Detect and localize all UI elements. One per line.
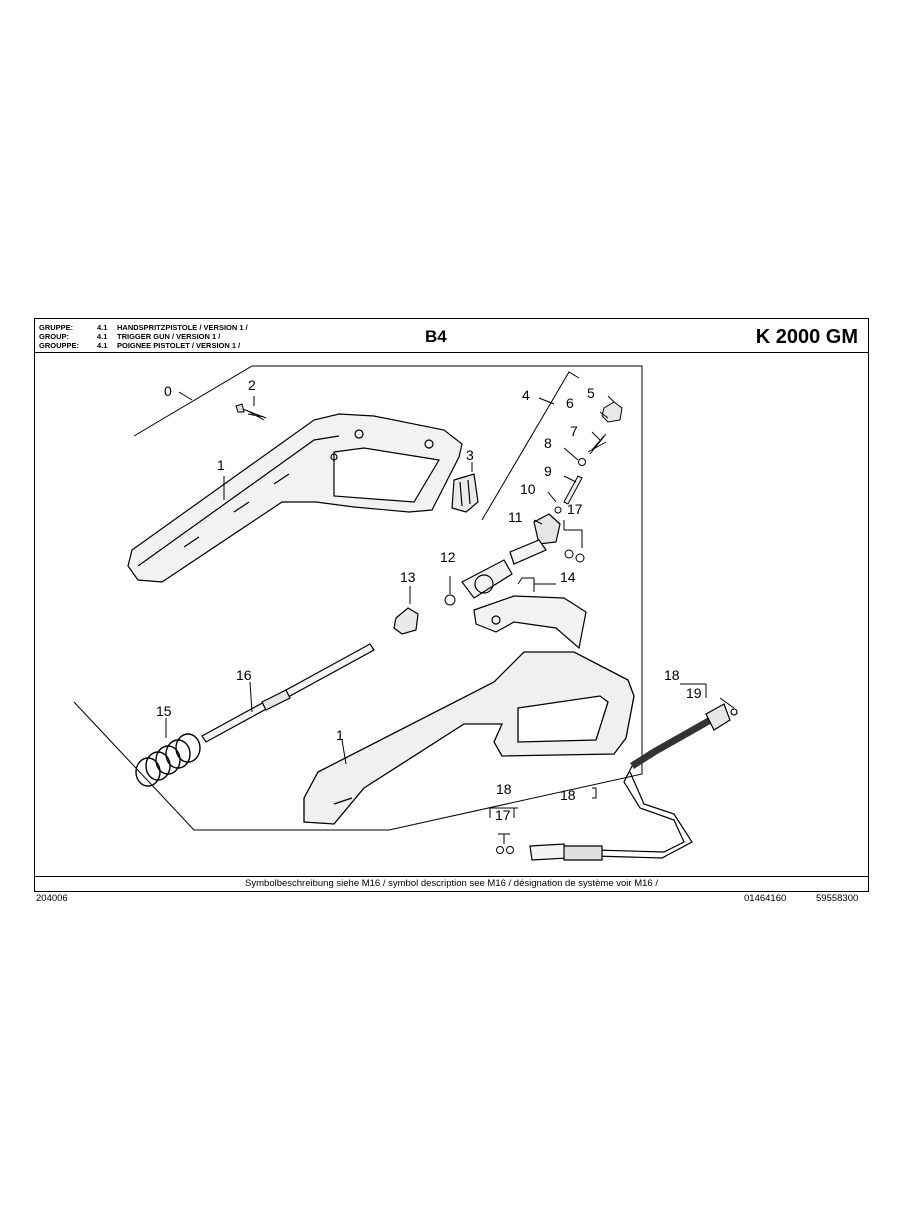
group-key: GROUP: <box>39 332 69 341</box>
leader-1b <box>341 739 347 765</box>
drawing-frame: GRUPPE: 4.1 HANDSPRITZPISTOLE / VERSION 1 … <box>34 318 869 892</box>
valve-body-part <box>461 513 561 599</box>
callout-16: 16 <box>236 667 252 683</box>
hose-part <box>529 703 738 861</box>
group-line-fr: GROUPPE: 4.1 POIGNEE PISTOLET / VERSION 1 … <box>39 341 240 350</box>
callout-18: 18 <box>496 781 512 797</box>
spring-part <box>135 733 201 787</box>
title-block: GRUPPE: 4.1 HANDSPRITZPISTOLE / VERSION 1 … <box>35 319 868 353</box>
bracket-17b <box>498 833 510 844</box>
callout-6: 6 <box>566 395 574 411</box>
exploded-view-drawing: 0 2 1 3 4 5 6 7 8 9 10 17 11 12 13 14 16… <box>73 365 738 861</box>
callout-10: 10 <box>520 481 536 497</box>
part-code-1: 01464160 <box>744 893 787 904</box>
callout-17: 17 <box>495 807 511 823</box>
bracket-18c <box>488 807 518 818</box>
model-name: K 2000 GM <box>755 326 858 348</box>
handle-half-part <box>127 413 463 583</box>
part-code-2: 59558300 <box>816 893 859 904</box>
group-title: HANDSPRITZPISTOLE / VERSION 1 / <box>117 323 248 332</box>
leader-5 <box>607 395 615 403</box>
group-title: TRIGGER GUN / VERSION 1 / <box>117 332 221 341</box>
callout-1: 1 <box>336 727 344 743</box>
assembly-outline <box>73 365 643 831</box>
seal-ring <box>506 846 514 854</box>
group-number: 4.1 <box>97 323 108 332</box>
leader-0 <box>178 391 193 401</box>
drawing-number: 204006 <box>36 893 68 904</box>
callout-11: 11 <box>508 509 523 525</box>
bushing-part <box>393 607 419 635</box>
callout-18: 18 <box>664 667 680 683</box>
bracket-18-19 <box>680 683 707 698</box>
leader-6 <box>599 411 609 419</box>
seal-ring <box>575 553 585 563</box>
bracket-14 <box>517 577 535 592</box>
callout-5: 5 <box>587 385 595 401</box>
valve-parts <box>554 401 623 514</box>
o-ring-part <box>444 594 456 606</box>
callout-12: 12 <box>440 549 456 565</box>
callout-15: 15 <box>156 703 172 719</box>
callout-13: 13 <box>400 569 416 585</box>
callout-2: 2 <box>248 377 256 393</box>
leader-9 <box>563 475 577 483</box>
gun-housing-part <box>303 651 635 825</box>
callout-19: 19 <box>686 685 702 701</box>
symbol-note: Symbolbeschreibung siehe M16 / symbol de… <box>35 876 868 891</box>
callout-17: 17 <box>567 501 583 517</box>
group-key: GRUPPE: <box>39 323 74 332</box>
group-number: 4.1 <box>97 332 108 341</box>
group-line-en: GROUP: 4.1 TRIGGER GUN / VERSION 1 / <box>39 332 220 341</box>
group-title: POIGNEE PISTOLET / VERSION 1 / <box>117 341 241 350</box>
callout-3: 3 <box>466 447 474 463</box>
group-line-de: GRUPPE: 4.1 HANDSPRITZPISTOLE / VERSION 1 … <box>39 323 248 332</box>
callout-14: 14 <box>560 569 576 585</box>
callout-4: 4 <box>522 387 530 403</box>
bracket-17a <box>563 520 583 548</box>
callout-0: 0 <box>164 383 172 399</box>
leader-4 <box>538 397 555 405</box>
seal-ring <box>496 846 504 854</box>
screw-part <box>235 403 267 421</box>
coupling-part <box>451 473 479 513</box>
leader-16 <box>249 681 253 713</box>
group-number: 4.1 <box>97 341 108 350</box>
leader-19 <box>719 697 735 709</box>
group-4-bracket <box>481 371 580 521</box>
leader-7 <box>591 431 601 441</box>
leader-10 <box>547 491 557 503</box>
group-key: GROUPPE: <box>39 341 80 350</box>
callout-18: 18 <box>560 787 576 803</box>
leader-11 <box>533 519 543 525</box>
callout-7: 7 <box>570 423 578 439</box>
seal-ring <box>564 549 574 559</box>
rod-part <box>201 643 375 743</box>
callout-1: 1 <box>217 457 225 473</box>
callout-9: 9 <box>544 463 552 479</box>
sheet-id: B4 <box>425 327 447 346</box>
callout-8: 8 <box>544 435 552 451</box>
bracket-18b <box>592 787 597 799</box>
trigger-part <box>473 595 587 650</box>
leader-8 <box>563 447 579 461</box>
